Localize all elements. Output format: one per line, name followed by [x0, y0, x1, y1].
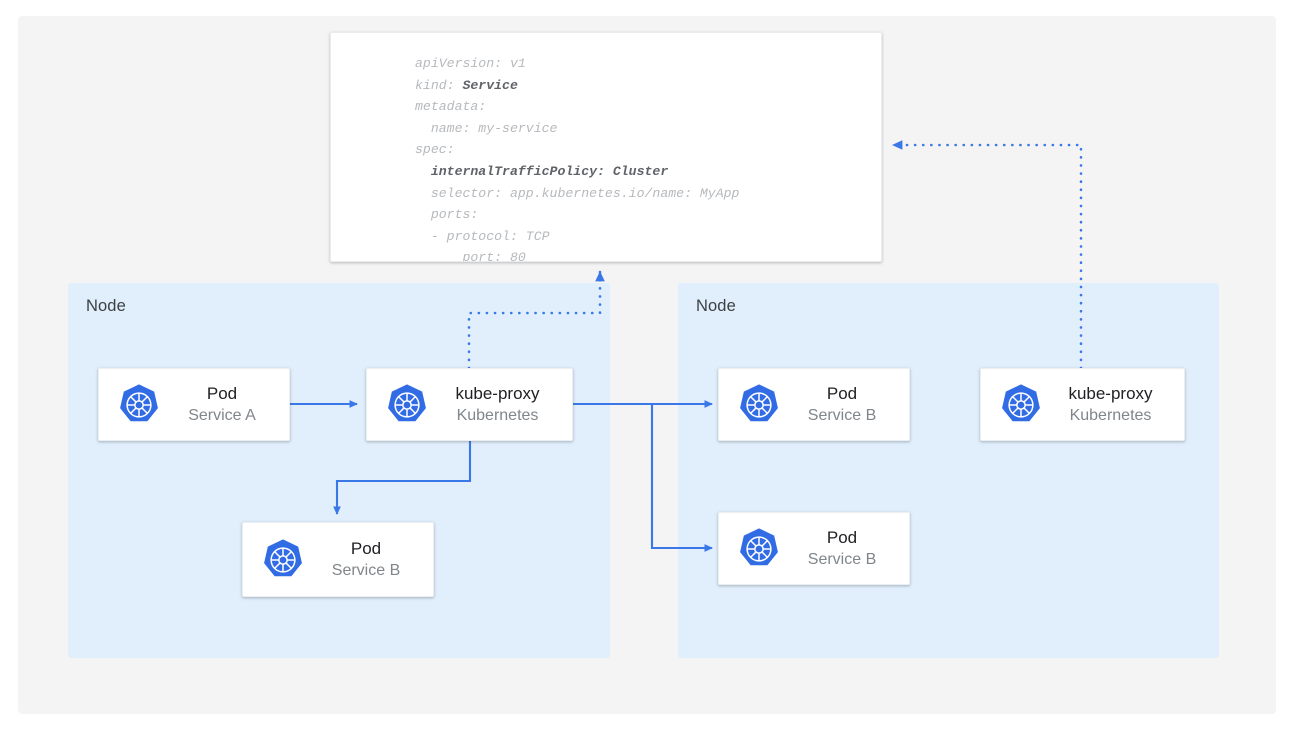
- yaml-line-internaltrafficpolicy: internalTrafficPolicy: Cluster: [415, 163, 669, 179]
- card-text: Pod Service B: [781, 383, 909, 427]
- card-title: Pod: [826, 527, 858, 547]
- kubernetes-icon: [740, 527, 778, 565]
- yaml-line-name: name: my-service: [415, 120, 558, 136]
- kubernetes-icon: [264, 538, 302, 576]
- card-kube-proxy-right[interactable]: kube-proxy Kubernetes: [980, 368, 1185, 441]
- kubernetes-icon: [120, 383, 158, 421]
- node-right-label: Node: [696, 297, 736, 315]
- card-kube-proxy-left[interactable]: kube-proxy Kubernetes: [366, 368, 573, 441]
- card-pod-service-b-local[interactable]: Pod Service B: [242, 522, 434, 597]
- card-pod-service-b-remote-top[interactable]: Pod Service B: [718, 368, 910, 441]
- card-subtitle: Service A: [188, 406, 256, 424]
- card-text: Pod Service B: [781, 527, 909, 571]
- yaml-line-selector: selector: app.kubernetes.io/name: MyApp: [415, 185, 740, 201]
- kubernetes-icon: [740, 383, 778, 421]
- kubernetes-icon: [388, 383, 426, 421]
- card-text: kube-proxy Kubernetes: [1043, 383, 1184, 427]
- card-title: Pod: [206, 383, 238, 403]
- card-text: Pod Service B: [305, 538, 433, 582]
- yaml-line-metadata: metadata:: [415, 99, 487, 115]
- card-title: kube-proxy: [1068, 383, 1153, 403]
- card-text: kube-proxy Kubernetes: [429, 383, 572, 427]
- card-pod-service-b-remote-bottom[interactable]: Pod Service B: [718, 512, 910, 585]
- yaml-line-kind: kind: Service: [415, 77, 518, 93]
- yaml-line-protocol: - protocol: TCP: [415, 228, 550, 244]
- service-manifest-panel: apiVersion: v1 kind: Service metadata: n…: [330, 32, 882, 262]
- card-title: Pod: [350, 538, 382, 558]
- card-subtitle: Kubernetes: [1069, 406, 1152, 424]
- card-title: kube-proxy: [455, 383, 540, 403]
- node-right-region: [678, 283, 1219, 658]
- card-subtitle: Service B: [807, 550, 877, 568]
- node-left-label: Node: [86, 297, 126, 315]
- yaml-line-spec: spec:: [415, 142, 455, 158]
- card-pod-service-a[interactable]: Pod Service A: [98, 368, 290, 441]
- card-text: Pod Service A: [161, 383, 289, 427]
- card-subtitle: Kubernetes: [456, 406, 539, 424]
- yaml-line-apiversion: apiVersion: v1: [415, 56, 526, 71]
- service-manifest-code: apiVersion: v1 kind: Service metadata: n…: [415, 53, 740, 262]
- yaml-line-ports: ports:: [415, 207, 479, 223]
- card-subtitle: Service B: [807, 406, 877, 424]
- card-title: Pod: [826, 383, 858, 403]
- yaml-line-port: port: 80: [415, 250, 526, 262]
- kubernetes-icon: [1002, 383, 1040, 421]
- card-subtitle: Service B: [331, 561, 401, 579]
- node-left-region: [68, 283, 610, 658]
